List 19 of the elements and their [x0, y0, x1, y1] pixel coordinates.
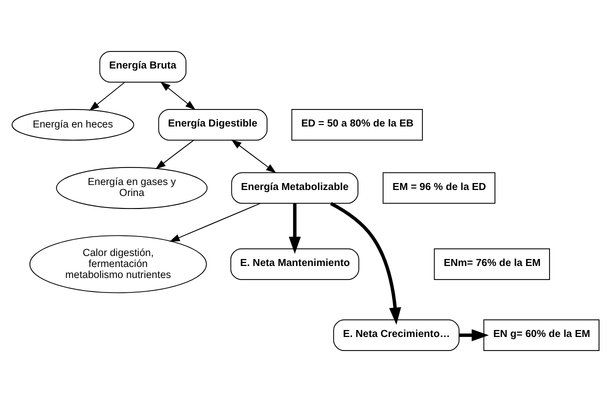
arrow — [155, 139, 194, 169]
node-box: ENm= 76% de la EM — [434, 248, 550, 280]
arrow — [231, 138, 276, 173]
node-box: Energía Digestible — [158, 108, 268, 140]
node-ellipse: Energía en heces — [12, 108, 134, 140]
arrow — [89, 82, 125, 110]
arrow — [160, 81, 196, 110]
arrow — [330, 202, 402, 324]
node-box: EN g= 60% de la EM — [483, 318, 600, 351]
arrow — [169, 202, 261, 242]
node-box: EM = 96 % de la ED — [382, 172, 496, 204]
node-box: ED = 50 a 80% de la EB — [291, 108, 423, 140]
node-ellipse: Energía en gases y Orina — [56, 166, 208, 208]
node-box: Energía Metabolizable — [231, 172, 358, 204]
node-box: E. Neta Mantenimiento — [230, 248, 360, 280]
node-box: E. Neta Crecimiento… — [333, 318, 460, 351]
node-box: Energía Bruta — [99, 50, 186, 82]
arrow — [459, 328, 489, 341]
arrow — [288, 203, 301, 254]
